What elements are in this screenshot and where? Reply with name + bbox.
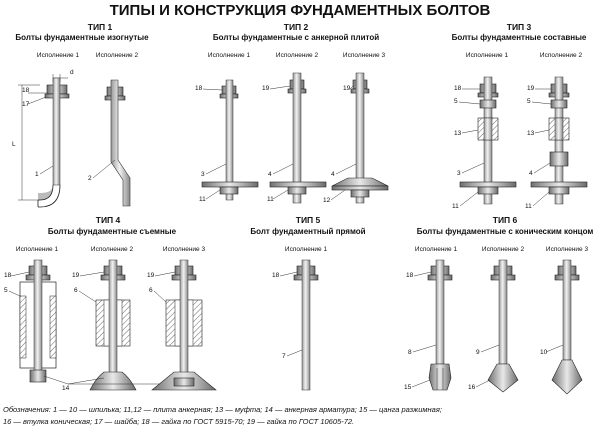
type4-name: Болты фундаментные съемные xyxy=(48,227,177,236)
callout-number: 10 xyxy=(540,349,548,356)
type5-name: Болт фундаментный прямой xyxy=(250,227,365,236)
callout-number: 1 xyxy=(35,171,39,178)
callout-number: 19 xyxy=(72,272,80,279)
callout-number: 8 xyxy=(408,349,412,356)
type4-variant3: Исполнение 3 xyxy=(163,246,206,253)
callout-number: 12 xyxy=(323,197,331,204)
callout-number: 18 xyxy=(454,85,462,92)
type2-bolt-variant1: 18 3 11 xyxy=(195,79,259,203)
callout-number: 9 xyxy=(476,349,480,356)
legend-line2: 16 — втулка коническая; 17 — шайба; 18 —… xyxy=(3,417,354,426)
type1-name: Болты фундаментные изогнутые xyxy=(15,33,149,42)
callout-number: 19 xyxy=(527,85,535,92)
callout-number: 11 xyxy=(452,203,459,210)
type3-variant1: Исполнение 1 xyxy=(466,52,509,59)
callout-number: 19 xyxy=(147,272,155,279)
type2-variant1: Исполнение 1 xyxy=(208,52,251,59)
type5-bolt-straight: 18 7 xyxy=(272,259,319,391)
callout-number: 6 xyxy=(149,287,153,294)
type2-bolt-variant3: 19 4 12 xyxy=(323,72,389,204)
callout-number: 15 xyxy=(404,384,412,391)
callout-number: 13 xyxy=(454,130,462,137)
callout-number: 5 xyxy=(454,98,458,105)
type1-variant2: Исполнение 2 xyxy=(96,52,139,59)
callout-number: 18 xyxy=(22,87,30,94)
type4-header: ТИП 4 Болты фундаментные съемные Исполне… xyxy=(16,215,206,253)
callout-number: 18 xyxy=(195,85,203,92)
type5-label: ТИП 5 xyxy=(296,215,321,225)
type1-bolt-bent-l: d L 18 17 1 xyxy=(12,69,74,208)
type2-label: ТИП 2 xyxy=(284,22,309,32)
callout-number: 11 xyxy=(267,196,274,203)
callout-number: 14 xyxy=(62,385,70,392)
callout-number: 3 xyxy=(201,171,205,178)
main-title: ТИПЫ И КОНСТРУКЦИЯ ФУНДАМЕНТНЫХ БОЛТОВ xyxy=(110,2,491,19)
type4-variant1: Исполнение 1 xyxy=(16,246,59,253)
callout-number: 19 xyxy=(343,85,351,92)
dim-d-label: d xyxy=(70,69,74,76)
type3-header: ТИП 3 Болты фундаментные составные Испол… xyxy=(452,22,587,59)
type3-variant2: Исполнение 2 xyxy=(540,52,583,59)
type2-header: ТИП 2 Болты фундаментные с анкерной плит… xyxy=(208,22,386,59)
dim-l-label: L xyxy=(12,141,16,148)
type6-variant2: Исполнение 2 xyxy=(482,246,525,253)
callout-number: 17 xyxy=(22,101,30,108)
callout-number: 7 xyxy=(282,353,286,360)
callout-number: 4 xyxy=(331,171,335,178)
type1-label: ТИП 1 xyxy=(88,22,113,32)
type6-bolt-variant2: 9 16 xyxy=(468,259,519,393)
type1-header: ТИП 1 Болты фундаментные изогнутые Испол… xyxy=(15,22,149,59)
callout-number: 4 xyxy=(268,171,272,178)
callout-number: 6 xyxy=(74,287,78,294)
type4-bolt-variant3: 19 6 xyxy=(147,259,217,391)
type3-name: Болты фундаментные составные xyxy=(452,33,587,42)
type4-bolt-variant2: 19 6 xyxy=(72,259,137,391)
callout-number: 18 xyxy=(272,272,280,279)
type1-bolt-bent-z: 2 xyxy=(88,79,131,207)
type3-bolt-variant2: 19 5 13 4 11 xyxy=(525,76,588,210)
callout-number: 19 xyxy=(262,85,270,92)
callout-number: 13 xyxy=(527,130,535,137)
type6-variant1: Исполнение 1 xyxy=(415,246,458,253)
type6-variant3: Исполнение 3 xyxy=(546,246,589,253)
type2-variant2: Исполнение 2 xyxy=(276,52,319,59)
type2-bolt-variant2: 19 4 11 xyxy=(262,72,327,204)
callout-number: 18 xyxy=(4,272,12,279)
type4-anchor-callout: 14 xyxy=(43,375,160,392)
type2-name: Болты фундаментные с анкерной плитой xyxy=(213,33,379,42)
callout-number: 5 xyxy=(4,287,8,294)
callout-number: 4 xyxy=(529,170,533,177)
type6-label: ТИП 6 xyxy=(493,215,518,225)
type6-bolt-variant1: 18 8 15 xyxy=(404,259,453,391)
type4-variant2: Исполнение 2 xyxy=(91,246,134,253)
type4-bolt-variant1: 18 5 xyxy=(4,259,57,383)
callout-number: 11 xyxy=(525,203,532,210)
callout-number: 18 xyxy=(406,272,414,279)
type6-bolt-variant3: 10 xyxy=(540,259,583,395)
type2-variant3: Исполнение 3 xyxy=(343,52,386,59)
callout-number: 11 xyxy=(199,196,206,203)
type6-name: Болты фундаментные с коническим концом xyxy=(417,227,594,236)
callout-number: 3 xyxy=(457,170,461,177)
callout-number: 5 xyxy=(527,98,531,105)
type3-label: ТИП 3 xyxy=(507,22,532,32)
type1-variant1: Исполнение 1 xyxy=(37,52,80,59)
type5-variant1: Исполнение 1 xyxy=(285,246,328,253)
legend-line1: Обозначения: 1 — 10 — шпилька; 11,12 — п… xyxy=(3,405,442,414)
type3-bolt-variant1: 18 5 13 3 11 xyxy=(452,76,517,210)
type4-label: ТИП 4 xyxy=(96,215,121,225)
callout-number: 16 xyxy=(468,384,476,391)
callout-number: 2 xyxy=(88,175,92,182)
type5-header: ТИП 5 Болт фундаментный прямой Исполнени… xyxy=(250,215,365,253)
type6-header: ТИП 6 Болты фундаментные с коническим ко… xyxy=(415,215,593,253)
